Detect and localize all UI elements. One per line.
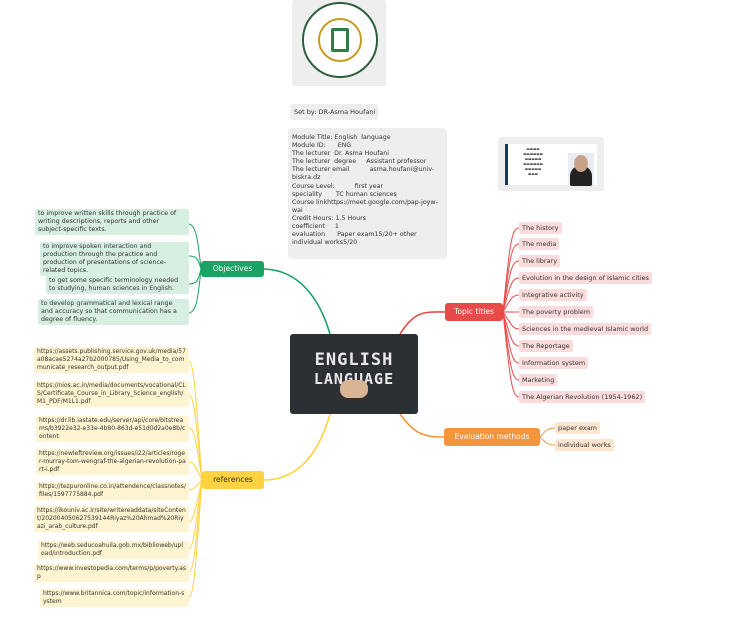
reference-node[interactable]: https://tezpuronline.co.in/attendence/cl… — [36, 482, 189, 500]
objective-node[interactable]: to improve spoken interaction and produc… — [40, 242, 189, 277]
objective-node[interactable]: to develop grammatical and lexical range… — [38, 299, 189, 326]
reference-node[interactable]: https://ikouniv.ac.ir/site/writereaddata… — [34, 506, 189, 532]
branch-evaluation-methods[interactable]: Evaluation methods — [444, 428, 540, 446]
chalk-hand-icon — [340, 380, 368, 398]
reference-node[interactable]: https://newleftreview.org/issues/i22/art… — [36, 449, 189, 475]
module-info-line: The lecturer Dr. Asma Houfani — [292, 150, 390, 158]
topic-node[interactable]: The Reportage — [519, 340, 573, 352]
module-info-line: The lecturer email asma.houfani@univ-bis… — [292, 166, 435, 182]
topic-node[interactable]: The Algerian Revolution (1954-1962) — [519, 391, 646, 403]
lecturer-photo-hair — [570, 166, 592, 186]
university-logo-mark — [331, 28, 349, 52]
topic-node[interactable]: Integrative activity — [519, 289, 587, 301]
topic-node[interactable]: Evolution in the design of Islamic citie… — [519, 272, 653, 284]
reference-node[interactable]: https://www.britannica.com/topic/informa… — [40, 589, 189, 607]
topic-node[interactable]: Sciences in the medieval Islamic world — [519, 323, 652, 335]
module-info-line: Module ID: ENG — [292, 142, 352, 150]
lecturer-photo-face — [574, 155, 588, 172]
topic-node[interactable]: Marketing — [519, 374, 558, 386]
topic-node[interactable]: The history — [519, 222, 562, 234]
branch-objectives[interactable]: Objectives — [201, 261, 264, 277]
reference-node[interactable]: https://web.seducoahuila.gob.mx/bibliowe… — [38, 541, 189, 559]
module-info-line: coefficient 1 — [292, 223, 339, 231]
topic-node[interactable]: The poverty problem — [519, 306, 594, 318]
reference-node[interactable]: https://www.investopedia.com/terms/p/pov… — [34, 564, 189, 582]
module-info-note: Module Title: English language Module ID… — [288, 128, 447, 259]
evaluation-node[interactable]: individual works — [555, 439, 614, 451]
objective-node[interactable]: to get some specific terminology needed … — [46, 276, 189, 295]
module-info-line: The lecturer degree Assistant professor — [292, 158, 427, 166]
central-title-line2: LANGUAGE — [313, 370, 395, 388]
reference-node[interactable]: https://nios.ac.in/media/documents/vocat… — [34, 381, 189, 407]
central-topic-image[interactable]: ENGLISH LANGUAGE — [290, 334, 418, 414]
module-info-line: evaluation Paper exam15/20+ other indivi… — [292, 231, 419, 247]
module-info-line: Credit Hours: 1.5 Hours — [292, 214, 366, 222]
module-info-line: Module Title: English language — [292, 134, 391, 141]
topic-node[interactable]: The media — [519, 238, 560, 250]
module-info-line: speciality TC human sciences — [292, 190, 397, 198]
branch-references[interactable]: references — [202, 471, 264, 489]
module-info-line: Course linkhttps://meet.google.com/pap-j… — [292, 198, 438, 214]
objective-node[interactable]: to improve written skills through practi… — [35, 209, 189, 236]
lecturer-card-text: ▬▬▬▬▬▬▬▬▬▬▬▬▬▬▬▬▬▬▬▬▬▬▬▬▬▬▬▬▬ — [523, 147, 543, 176]
university-logo-emblem — [318, 18, 362, 62]
topic-node[interactable]: Information system — [519, 357, 589, 369]
reference-node[interactable]: https://assets.publishing.service.gov.uk… — [34, 347, 189, 373]
evaluation-node[interactable]: paper exam — [555, 422, 601, 434]
set-by-note: Set by: DR-Asma Houfani — [290, 104, 378, 120]
module-info-line: Course Level: first year — [292, 182, 384, 190]
reference-node[interactable]: https://dr.lib.iastate.edu/server/api/co… — [36, 416, 189, 442]
topic-node[interactable]: The library — [519, 255, 561, 267]
branch-topic-titles[interactable]: Topic titles — [445, 303, 503, 321]
central-title-line1: ENGLISH — [314, 350, 394, 370]
